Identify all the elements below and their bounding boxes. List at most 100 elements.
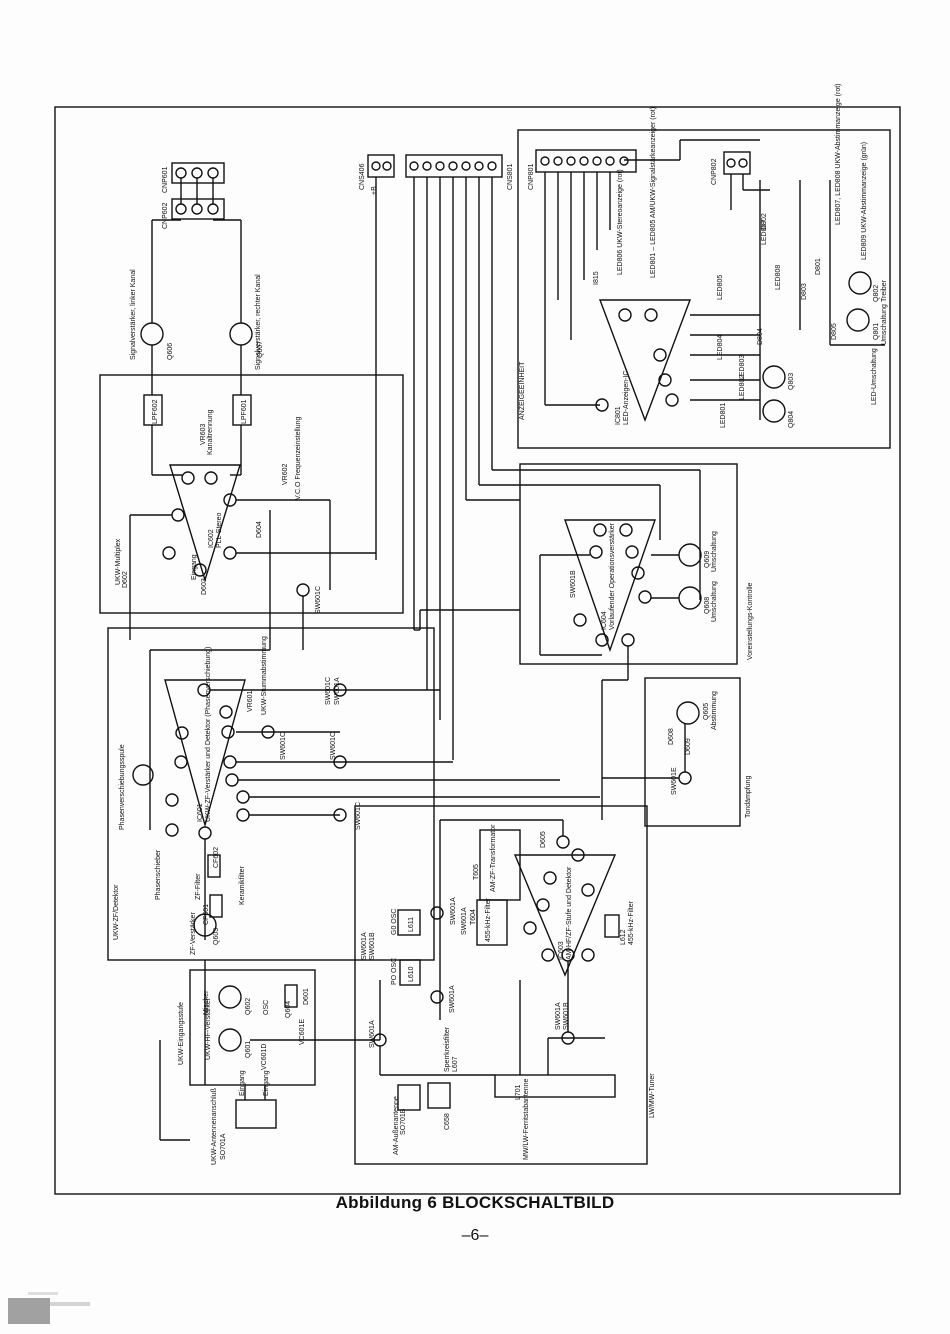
sw601c-label-3: SW601C [280,732,287,760]
l607-label: L607 [452,1056,459,1072]
sw601c-label-4: SW601C [330,732,337,760]
d608-label: D608 [668,728,675,745]
osc-label: OSC [263,1000,270,1015]
d603-label: D603 [201,578,208,595]
i815-label: I815 [593,271,600,285]
l701-label: L701 [515,1084,522,1100]
section-label-ukw-multiplex: UKW-Multiplex [115,538,122,585]
led804-label: LED804 [717,335,724,360]
stereo-anzeige-label: LED806 UKW-Stereoanzeige (rot) [617,169,624,275]
sw601a-label-4: SW601A [449,985,456,1013]
phasenverschiebungsspule-label: Phasenverschiebungsspule [119,744,126,830]
sw601c-label-1: SW601C [315,586,322,614]
section-label-tondampfung: Tondämpfung [745,775,752,818]
cnp802-label: CNP802 [711,158,718,185]
l612-label: L612 [620,929,627,945]
cf601-label: CF601 [203,904,210,925]
d803-label: D803 [801,283,808,300]
cns406-label: CNS406 [359,163,366,190]
cnp801-label: CNP801 [528,163,535,190]
outer-frame [54,106,901,1195]
keramikfilter-label: Keramikfilter [239,865,246,905]
figure-caption: Abbildung 6 BLOCKSCHALTBILD [335,1193,615,1212]
q609-label: Q609 [704,551,711,568]
cnp601-label: CNP601 [162,166,169,193]
sw601b-label-3: SW601B [563,1002,570,1030]
q604-label: Q604 [285,1001,292,1018]
ic603-triangle [513,854,617,977]
kanaltrennung-label: Kanaltrennung [207,409,214,455]
ic602-desc: PLL-Stereo [216,512,223,548]
led802-label: LED802 [739,375,746,400]
led-range-label: LED801 – LED805 AM/UKW-Signalstärkeanzei… [650,107,657,278]
eingang-label-1: Eingang [239,1070,246,1096]
umschaltung-label-1: Umschaltung [711,531,718,572]
vc601d-label: VC601D [261,1044,268,1070]
sw601b-label-2: SW601B [369,932,376,960]
umschaltung-label-3: Umschaltung [881,304,888,345]
q802-label: Q802 [873,285,880,302]
led-umschaltung-label: LED-Umschaltung [871,348,878,405]
filter-455-label-2: 455-kHz-Filter [628,900,635,945]
mischer-label: Mischer [203,990,210,1015]
ic602-label: IC602 [208,529,215,548]
eingang-label-2: Eingang [263,1070,270,1096]
am-zf-trafo-label: AM-ZF-Transformator [490,824,497,892]
am-antenne-label: AM-Außenantenne [393,1096,400,1155]
ukw-eingang-box [189,969,316,1086]
d601-label: D601 [303,988,310,1005]
section-label-ukw-eingang: UKW-Eingangsstufe [178,1002,185,1065]
d602-label: D602 [122,571,129,588]
q801-label: Q801 [873,323,880,340]
q602-label: Q602 [245,998,252,1015]
phasenschieber-label: Phasenschieber [155,849,162,900]
t604-label: T604 [470,909,477,925]
cns801-label: CNS801 [507,163,514,190]
q603-label: Q603 [213,928,220,945]
q803-label: Q803 [788,373,795,390]
schwingkreis-label: Sperrkreisfilter [444,1026,451,1072]
led807-desc: LED807, LED808 UKW-Abstimmanzeige (rot) [835,84,842,225]
l611-label: L611 [408,917,415,932]
signal-rechts-label: Signalverstärker, rechter Kanal [255,274,262,370]
ic801-triangle [598,299,692,422]
ic604-desc: Vorlaufender Operationsverstärker [609,522,616,630]
sw601c-label-5: SW601C [355,802,362,830]
t605-label: T605 [473,864,480,880]
d802-label: D802 [761,213,768,230]
c658-label: C658 [444,1113,451,1130]
sw601b-label-1: SW601B [570,570,577,598]
ic601-desc: UKW-ZF-Verstärker und Detektor (Phasenve… [205,647,212,822]
d605-label: D605 [540,831,547,848]
vc601e-label: VC601E [299,1019,306,1045]
led808-label: LED808 [775,265,782,290]
ukw-multiplex-box [99,374,404,614]
ic602-triangle [169,464,241,583]
ic603-desc: AM-HF/ZF-Stufe und Detektor [566,866,573,960]
q606-label: Q606 [167,343,174,360]
section-label-lw-mw-tuner: LW/MW-Tuner [649,1073,656,1118]
led805-label: LED805 [717,275,724,300]
so701a-label: SO701A [220,1133,227,1160]
po-osc-label: PO OSC [391,958,398,985]
cf602-label: CF602 [213,847,220,868]
q804-label: Q804 [788,411,795,428]
section-label-voreinstellung: Voreinstellungs-Kontrolle [747,582,754,660]
ic601-triangle [164,679,246,828]
sw601a-label-5: SW601A [461,907,468,935]
sw601c-label-2: SW601C [325,677,332,705]
d801-label: D801 [815,258,822,275]
section-label-anzeige: ANZEIGEEINHEIT [519,361,526,420]
d804-label: D804 [757,328,764,345]
zf-verst-label: ZF-Verstärker [190,912,197,955]
lpf601-label: LPF601 [241,399,248,424]
sw601a-label-3: SW601A [369,1020,376,1048]
cnp602-label: CNP602 [162,202,169,229]
treiber-label: Treiber [881,279,888,302]
sw601a-label-7: SW601A [555,1002,562,1030]
q605-label: Q605 [703,703,710,720]
lw-mw-tuner-box [354,805,648,1165]
q607-label: Q607 [257,341,264,358]
